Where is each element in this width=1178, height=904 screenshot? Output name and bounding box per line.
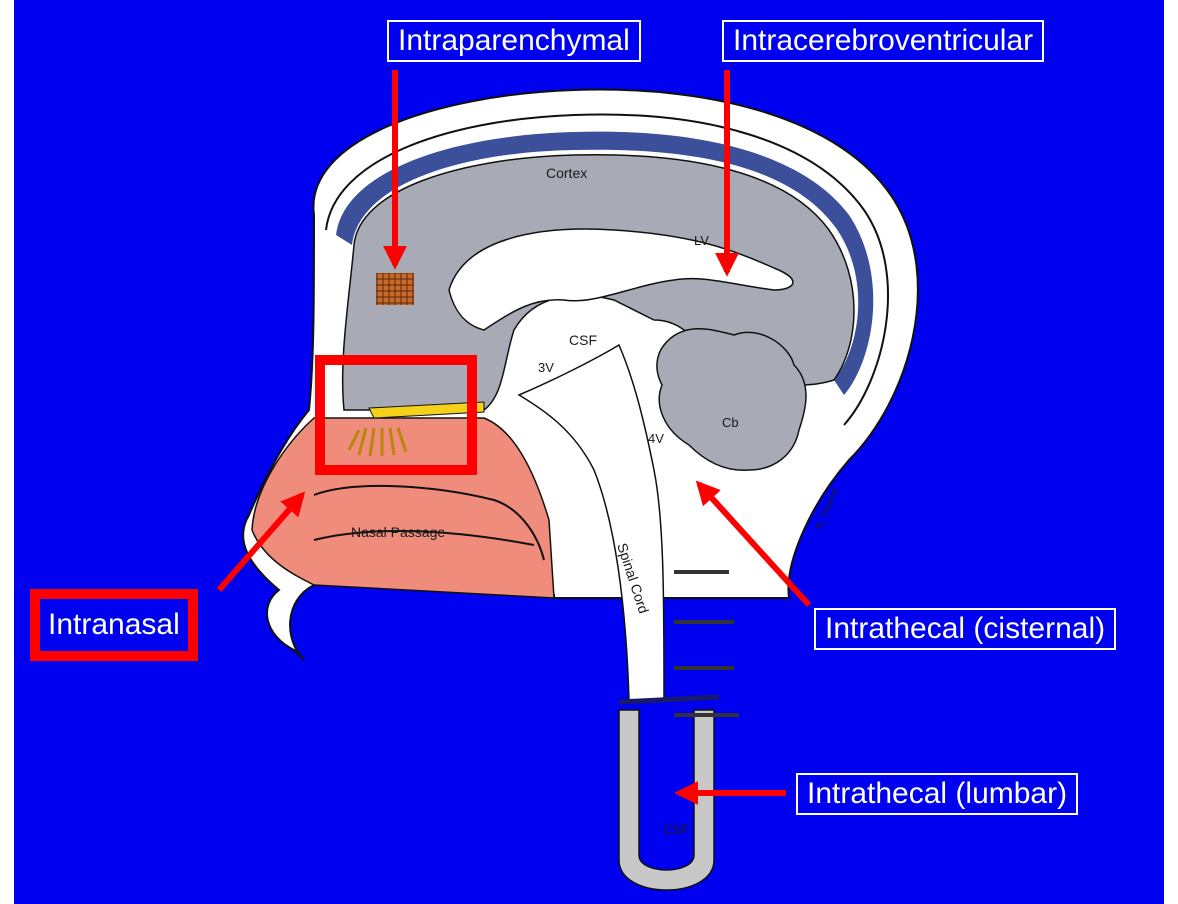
intranasal-callout: Intranasal [30, 589, 198, 661]
csf-lower-label: CSF [663, 822, 689, 837]
fourth-ventricle-label: 4V [648, 431, 664, 446]
third-ventricle-label: 3V [538, 360, 554, 375]
intracerebroventricular-callout: Intracerebroventricular [722, 20, 1044, 62]
intrathecal-cisternal-callout: Intrathecal (cisternal) [814, 608, 1116, 650]
slide-background: Cortex LV CSF 3V 4V Cb Nasal Passage Spi… [14, 0, 1164, 904]
cortex-label: Cortex [546, 165, 587, 181]
parenchymal-implant [376, 273, 414, 305]
intrathecal-lumbar-callout: Intrathecal (lumbar) [796, 773, 1078, 815]
lv-label: LV [694, 233, 709, 248]
nasal-passage-label: Nasal Passage [351, 524, 445, 540]
cerebellum-label: Cb [722, 415, 739, 430]
csf-upper-label: CSF [569, 332, 597, 348]
lumbar-thecal-sac [619, 710, 714, 890]
intraparenchymal-callout: Intraparenchymal [387, 20, 641, 62]
sagittal-head-diagram: Cortex LV CSF 3V 4V Cb Nasal Passage Spi… [14, 0, 1164, 904]
